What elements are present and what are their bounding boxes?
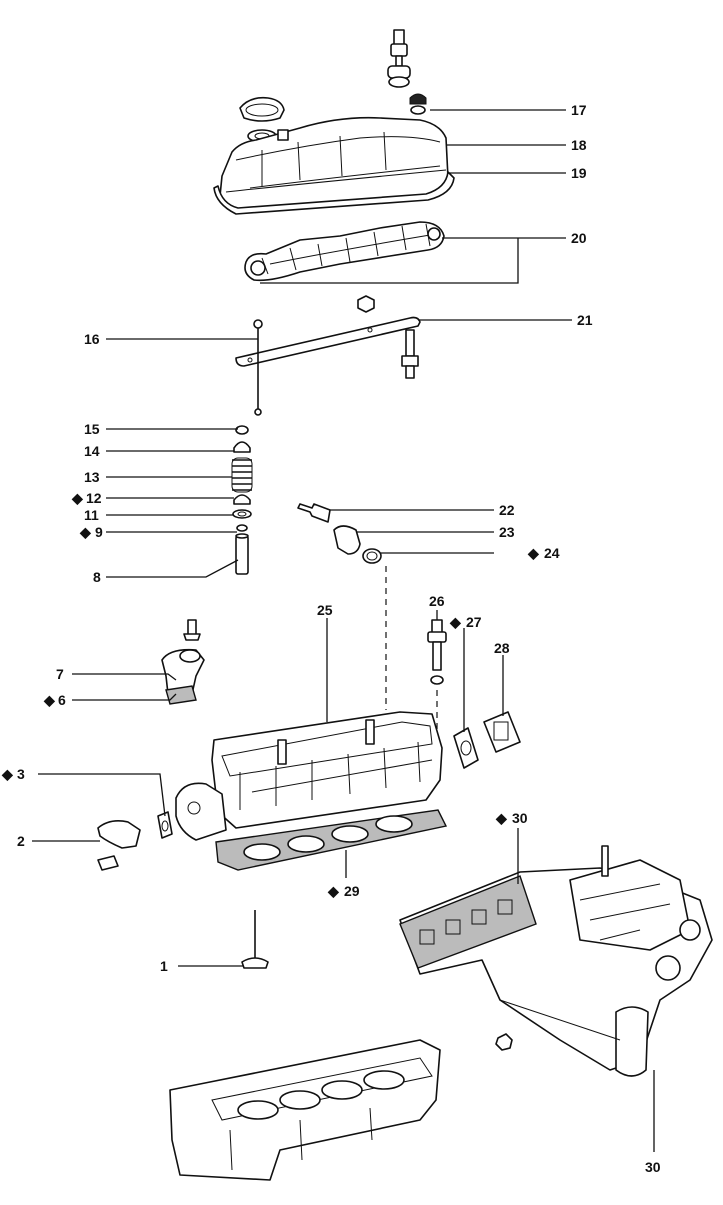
elbow-and-gasket-drawing <box>97 811 173 871</box>
callout-10: 11 <box>84 507 99 523</box>
callout-30: 30 <box>645 1159 661 1175</box>
valve-cover-drawing <box>213 116 455 215</box>
callout-13: 14 <box>84 443 100 459</box>
callout-marker-26: ◆ <box>449 614 462 630</box>
callout-12: 13 <box>84 469 100 485</box>
callout-19: 20 <box>571 230 587 246</box>
callout-marker-23: ◆ <box>527 545 540 561</box>
callout-16: 17 <box>571 102 587 118</box>
valve-spring-stack-drawing <box>231 425 253 575</box>
rocker-assembly-drawing <box>244 221 445 282</box>
callout-26: 27 <box>466 614 482 630</box>
callout-3: 3 <box>17 766 25 782</box>
head-gasket-drawing <box>215 809 448 871</box>
plate-gaskets-drawing <box>453 711 521 769</box>
water-outlet-drawing <box>161 619 205 705</box>
callout-marker-6: ◆ <box>43 692 56 708</box>
cylinder-head-drawing <box>175 711 443 841</box>
callout-1: 1 <box>160 958 168 974</box>
callout-20: 21 <box>577 312 593 328</box>
callout-24: 25 <box>317 602 333 618</box>
callout-28: 29 <box>344 883 360 899</box>
callout-marker-3: ◆ <box>1 766 14 782</box>
callout-11: 12 <box>86 490 102 506</box>
callout-14: 15 <box>84 421 100 437</box>
sender-and-housing-drawing <box>297 503 382 564</box>
callout-6: 6 <box>58 692 66 708</box>
intake-manifold-drawing <box>399 845 713 1077</box>
callout-21: 22 <box>499 502 515 518</box>
shaft-bolt-drawing <box>401 329 419 379</box>
callout-9: 9 <box>95 524 103 540</box>
callout-marker-11: ◆ <box>71 490 84 506</box>
rocker-shaft-bar-drawing <box>235 316 421 367</box>
callout-labels: 17 18 19 20 21 16 15 14 13 ◆ 12 11 ◆ 9 8… <box>1 102 661 1175</box>
callout-25: 26 <box>429 593 445 609</box>
callout-22: 23 <box>499 524 515 540</box>
leader-lines <box>32 109 655 1152</box>
callout-2: 2 <box>17 833 25 849</box>
leader-19b <box>260 238 519 284</box>
callout-8: 8 <box>93 569 101 585</box>
callout-18: 19 <box>571 165 587 181</box>
callout-17: 18 <box>571 137 587 153</box>
leader-6 <box>72 693 177 701</box>
engine-block-drawing <box>169 1039 441 1181</box>
callout-29: 30 <box>512 810 528 826</box>
callout-marker-9: ◆ <box>79 524 92 540</box>
callout-7: 7 <box>56 666 64 682</box>
grommet-nut-drawing <box>409 93 427 115</box>
nut-drawing <box>357 295 375 313</box>
callout-15: 16 <box>84 331 100 347</box>
breather-fitting-drawing <box>387 29 411 88</box>
callout-23: 24 <box>544 545 560 561</box>
push-rod-drawing <box>253 319 263 416</box>
callout-27: 28 <box>494 640 510 656</box>
leader-3 <box>38 773 166 817</box>
leader-8 <box>106 559 239 578</box>
valve-drawing <box>241 910 269 969</box>
leader-7 <box>72 673 177 681</box>
fitting-drawing <box>427 619 447 685</box>
callout-marker-28: ◆ <box>327 883 340 899</box>
callout-marker-29: ◆ <box>495 810 508 826</box>
